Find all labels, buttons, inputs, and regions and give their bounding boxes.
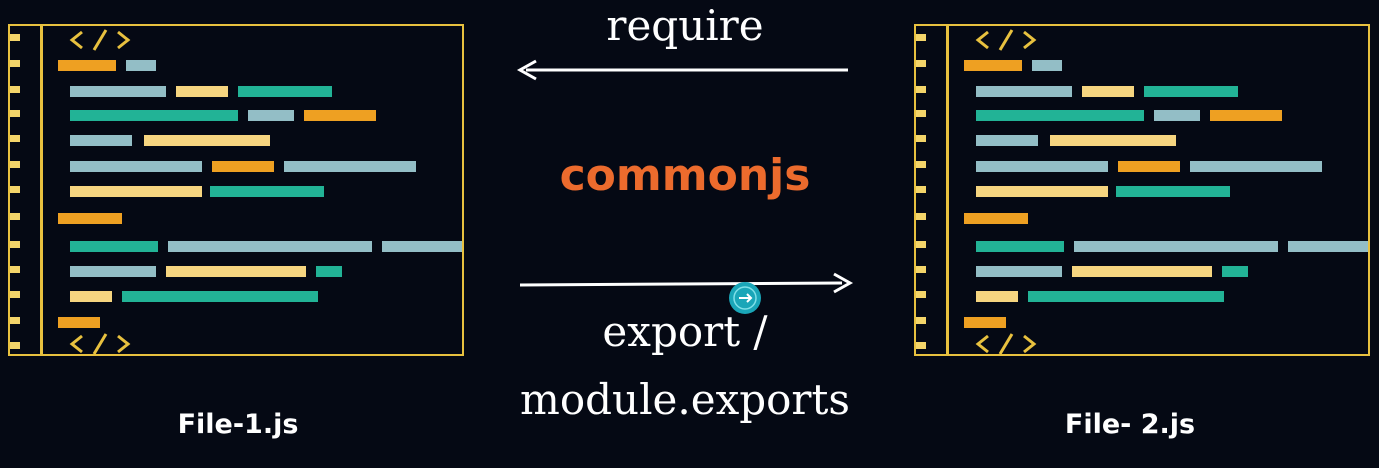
code-line-segment	[1210, 110, 1282, 121]
code-line-segment	[122, 291, 318, 302]
code-line-segment	[1144, 86, 1238, 97]
gutter-line	[40, 26, 43, 354]
code-line-segment	[70, 161, 202, 172]
gutter-line-number	[10, 86, 20, 93]
gutter-line-number	[916, 266, 926, 273]
code-line-segment	[1050, 135, 1176, 146]
code-line-segment	[976, 241, 1064, 252]
code-line-segment	[166, 266, 306, 277]
gutter-line-number	[916, 186, 926, 193]
code-line-segment	[144, 135, 270, 146]
code-line-segment	[1116, 186, 1230, 197]
gutter-line-number	[10, 317, 20, 324]
gutter-line-number	[916, 241, 926, 248]
gutter-line-number	[916, 161, 926, 168]
code-line-segment	[70, 135, 132, 146]
code-line-segment	[964, 213, 1028, 224]
code-tag-icon	[975, 29, 1037, 51]
gutter-line-number	[916, 342, 926, 349]
require-arrow-icon	[516, 59, 848, 81]
code-line-segment	[70, 266, 156, 277]
gutter-line-number	[916, 317, 926, 324]
code-line-segment	[976, 291, 1018, 302]
code-line-segment	[70, 186, 202, 197]
code-line-segment	[1082, 86, 1134, 97]
code-line-segment	[1074, 241, 1278, 252]
code-line-segment	[1154, 110, 1200, 121]
code-line-segment	[1190, 161, 1322, 172]
gutter-line-number	[10, 266, 20, 273]
code-line-segment	[210, 186, 324, 197]
code-line-segment	[126, 60, 156, 71]
gutter-line-number	[10, 135, 20, 142]
gutter-line-number	[916, 213, 926, 220]
gutter-line-number	[916, 135, 926, 142]
code-line-segment	[58, 60, 116, 71]
code-line-segment	[248, 110, 294, 121]
code-line-segment	[70, 110, 238, 121]
code-line-segment	[58, 213, 122, 224]
gutter-line-number	[916, 34, 926, 41]
code-line-segment	[58, 317, 100, 328]
code-line-segment	[964, 60, 1022, 71]
code-line-segment	[176, 86, 228, 97]
code-line-segment	[976, 186, 1108, 197]
file-1-code-illustration	[8, 24, 464, 356]
gutter-line-number	[10, 60, 20, 67]
code-line-segment	[70, 291, 112, 302]
code-line-segment	[304, 110, 376, 121]
code-line-segment	[284, 161, 416, 172]
code-tag-icon	[69, 29, 131, 51]
gutter-line-number	[10, 213, 20, 220]
code-line-segment	[1118, 161, 1180, 172]
gutter-line-number	[10, 186, 20, 193]
gutter-line-number	[916, 86, 926, 93]
gutter-line-number	[10, 241, 20, 248]
code-line-segment	[70, 241, 158, 252]
code-line-segment	[238, 86, 332, 97]
gutter-line-number	[10, 161, 20, 168]
module-exports-label: module.exports	[520, 375, 850, 424]
gutter-line	[946, 26, 949, 354]
gutter-line-number	[10, 342, 20, 349]
code-line-segment	[976, 135, 1038, 146]
code-line-segment	[976, 86, 1072, 97]
direction-arrows	[516, 59, 854, 294]
code-line-segment	[382, 241, 462, 252]
gutter-line-number	[916, 110, 926, 117]
export-label: export /	[602, 307, 768, 356]
export-arrow-icon	[519, 272, 854, 294]
code-tag-icon	[975, 333, 1037, 354]
code-line-segment	[976, 161, 1108, 172]
file-2-code-illustration	[914, 24, 1370, 356]
cursor-arrow-icon	[729, 282, 761, 314]
file-2-label: File- 2.js	[1064, 409, 1196, 440]
code-line-segment	[976, 110, 1144, 121]
code-line-segment	[212, 161, 274, 172]
gutter-line-number	[10, 110, 20, 117]
require-label: require	[606, 1, 764, 50]
file-1-label: File-1.js	[177, 409, 299, 440]
gutter-line-number	[10, 34, 20, 41]
code-line-segment	[316, 266, 342, 277]
code-line-segment	[1222, 266, 1248, 277]
code-line-segment	[1028, 291, 1224, 302]
code-line-segment	[1072, 266, 1212, 277]
code-line-segment	[168, 241, 372, 252]
gutter-line-number	[916, 291, 926, 298]
code-line-segment	[976, 266, 1062, 277]
code-line-segment	[70, 86, 166, 97]
code-line-segment	[1032, 60, 1062, 71]
code-tag-icon	[69, 333, 131, 354]
gutter-line-number	[916, 60, 926, 67]
code-line-segment	[964, 317, 1006, 328]
gutter-line-number	[10, 291, 20, 298]
code-line-segment	[1288, 241, 1368, 252]
commonjs-title: commonjs	[559, 150, 811, 201]
